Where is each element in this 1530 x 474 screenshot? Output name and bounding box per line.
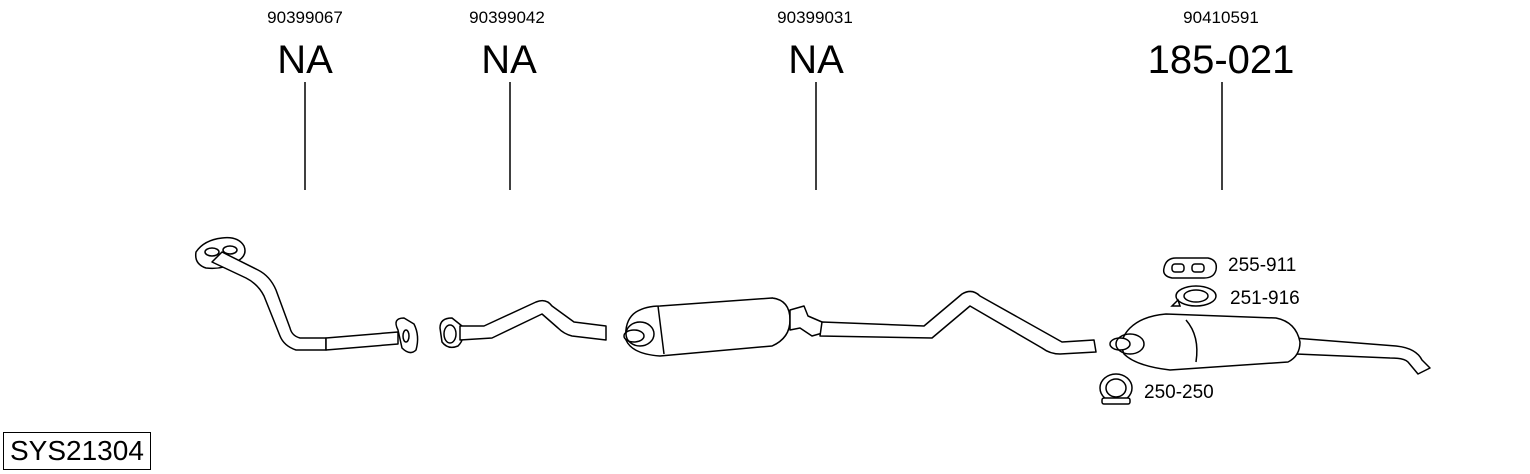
part-code-1: 90399067 [267,8,343,27]
accessory-label-250-250[interactable]: 250-250 [1144,382,1214,403]
rubber-mount-icon [1162,257,1218,279]
part-ref-3[interactable]: NA [788,38,844,82]
system-id-label: SYS21304 [3,432,151,470]
front-pipe-icon [194,236,419,354]
accessory-label-255-911[interactable]: 255-911 [1228,255,1297,276]
center-muffler-icon [623,290,1097,357]
gasket-icon [1170,285,1217,307]
part-ref-4[interactable]: 185-021 [1147,38,1295,82]
part-code-2: 90399042 [469,8,545,27]
accessory-label-251-916[interactable]: 251-916 [1230,288,1300,309]
part-code-3: 90399031 [777,8,853,27]
part-ref-2[interactable]: NA [481,38,537,82]
part-code-4: 90410591 [1183,8,1259,27]
part-ref-1[interactable]: NA [277,38,333,82]
clamp-icon [1099,373,1133,405]
rear-silencer-icon [1109,313,1431,375]
intermediate-pipe-icon [439,299,607,349]
